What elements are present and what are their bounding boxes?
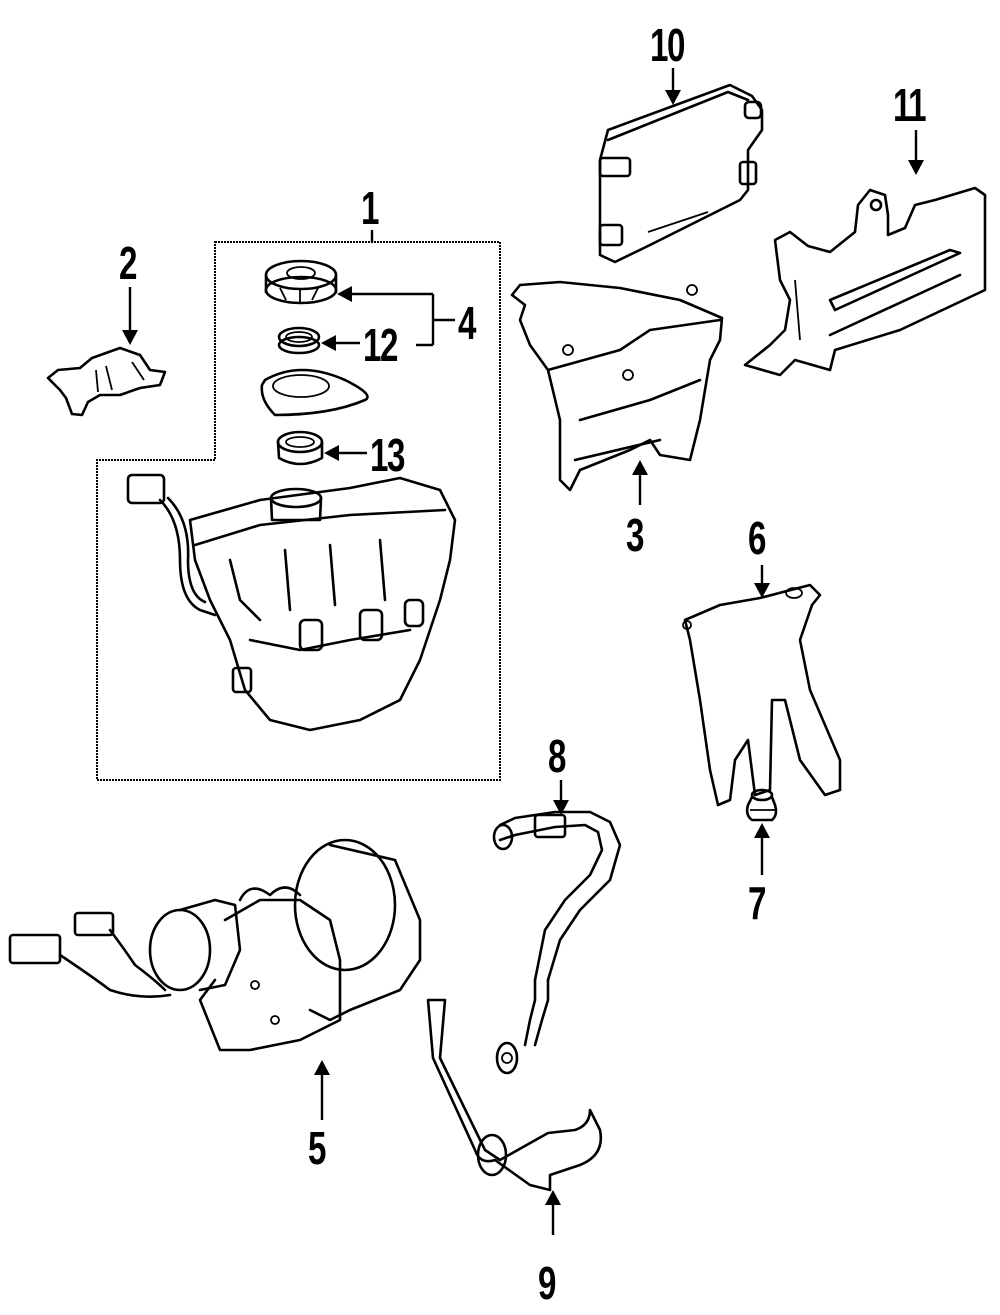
callout-10[interactable]: 10 [650,19,685,71]
callout-1[interactable]: 1 [361,182,379,234]
reservoir-cap-part [264,259,338,305]
assembly-1-bracket-box [96,241,501,781]
abs-modulator-body [126,473,457,732]
leader-7 [754,823,770,875]
callout-5[interactable]: 5 [308,1122,326,1174]
modulator-bracket-part [510,280,724,492]
leader-4 [337,286,455,347]
callout-8[interactable]: 8 [548,730,566,782]
gasket-part [260,368,369,417]
callout-12[interactable]: 12 [363,319,398,371]
mounting-bracket-part [682,583,842,807]
bracket-clip-part [46,346,167,417]
leader-2 [122,287,138,345]
leader-11 [908,130,924,175]
return-hose-part [426,998,603,1192]
leader-8 [553,780,569,815]
callout-2[interactable]: 2 [119,237,137,289]
callout-6[interactable]: 6 [748,512,766,564]
callout-11[interactable]: 11 [893,79,927,131]
leader-5 [314,1060,330,1120]
insulator-part [745,788,778,822]
callout-13[interactable]: 13 [370,429,405,481]
pump-motor-part [8,838,422,1052]
leader-3 [632,460,648,505]
brake-line-part [492,810,622,1075]
callout-4[interactable]: 4 [458,297,476,349]
callout-3[interactable]: 3 [626,509,644,561]
leader-12 [321,335,360,351]
control-module-part [598,83,764,264]
leader-6 [754,565,770,598]
callout-9[interactable]: 9 [538,1257,556,1309]
leader-10 [665,68,681,105]
leader-13 [324,445,367,461]
strainer-part [276,430,324,466]
callout-7[interactable]: 7 [748,877,766,929]
leader-9 [545,1190,561,1235]
cap-seal-part [277,326,321,355]
module-bracket-part [743,186,987,377]
